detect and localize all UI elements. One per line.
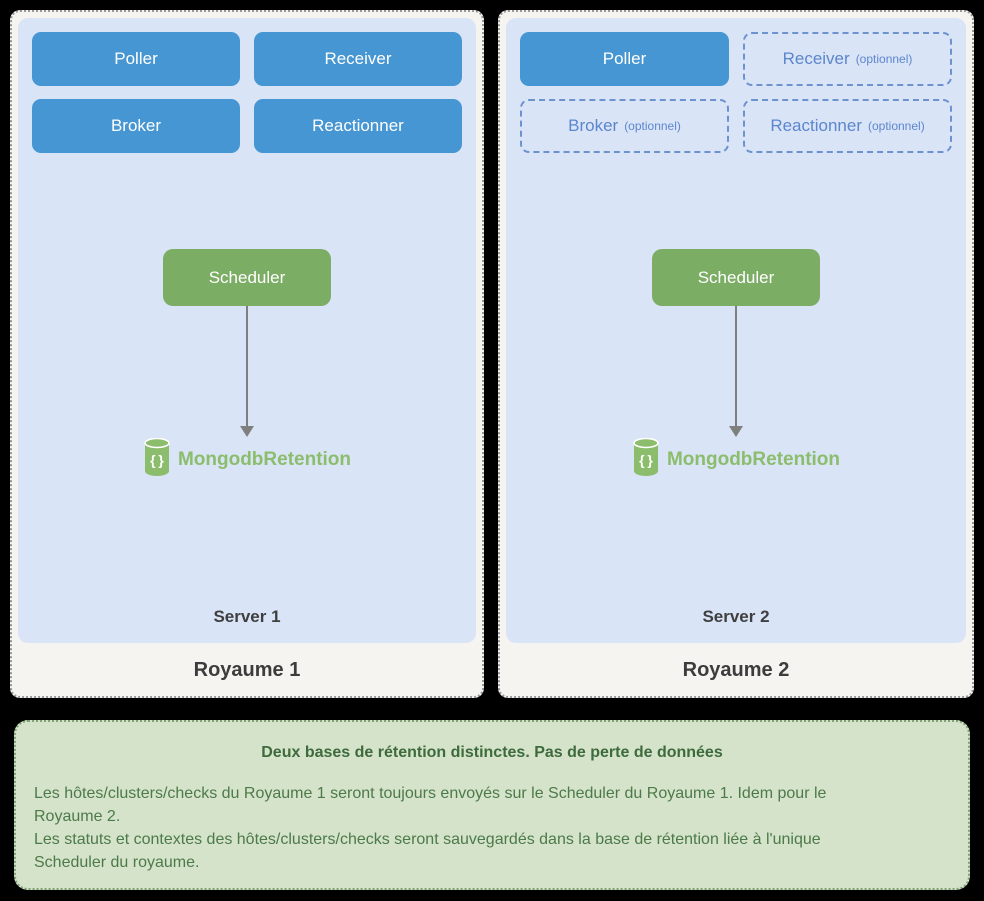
note-line: Les statuts et contextes des hôtes/clust… — [34, 831, 821, 848]
note-line: Royaume 2. — [34, 808, 121, 825]
optional-suffix: (optionnel) — [624, 119, 681, 133]
daemon-reactionner: Reactionner — [254, 99, 462, 153]
scheduler-label: Scheduler — [697, 267, 775, 287]
server-1-daemon-grid: Poller Receiver Broker Reactionner — [18, 18, 476, 167]
optional-suffix: (optionnel) — [867, 119, 925, 133]
scheduler-to-retention-arrow — [735, 306, 737, 426]
mongodb-database-icon: { } — [632, 437, 660, 481]
daemon-label: Broker — [110, 116, 162, 135]
daemon-label: Reactionner — [770, 116, 862, 135]
daemon-label: Broker — [568, 116, 619, 135]
server-2-label: Server 2 — [702, 607, 770, 626]
note-line: Scheduler du royaume. — [34, 854, 200, 871]
note-title: Deux bases de rétention distinctes. Pas … — [261, 744, 723, 761]
daemon-receiver: Receiver — [254, 32, 462, 86]
server-2-panel: Poller Receiver (optionnel) Broker (opti… — [506, 18, 966, 643]
daemon-receiver-optional: Receiver (optionnel) — [743, 32, 952, 86]
server-1-panel: Poller Receiver Broker Reactionner Sched… — [18, 18, 476, 643]
note-line: Les hôtes/clusters/checks du Royaume 1 s… — [34, 785, 827, 802]
daemon-poller: Poller — [32, 32, 240, 86]
daemon-label: Receiver — [782, 49, 850, 68]
daemon-label: Receiver — [324, 49, 392, 68]
daemon-poller: Poller — [520, 32, 729, 86]
retention-database: { } MongodbRetention — [18, 437, 476, 481]
daemon-broker: Broker — [32, 99, 240, 153]
realm-2-label: Royaume 2 — [682, 659, 790, 681]
svg-text:{ }: { } — [150, 452, 164, 468]
realm-2-panel: Poller Receiver (optionnel) Broker (opti… — [498, 10, 974, 698]
retention-note-panel: Deux bases de rétention distinctes. Pas … — [14, 720, 970, 890]
arrow-head-icon — [240, 426, 254, 437]
scheduler-label: Scheduler — [208, 267, 286, 287]
daemon-label: Poller — [114, 49, 158, 68]
svg-text:{ }: { } — [639, 452, 653, 468]
daemon-reactionner-optional: Reactionner (optionnel) — [743, 99, 952, 153]
note-body: Les hôtes/clusters/checks du Royaume 1 s… — [34, 782, 950, 874]
mongodb-database-icon: { } — [143, 437, 171, 481]
arrow-head-icon — [729, 426, 743, 437]
retention-database-label: MongodbRetention — [666, 448, 841, 470]
optional-suffix: (optionnel) — [855, 52, 913, 66]
scheduler-node: Scheduler — [652, 249, 820, 306]
retention-database: { } MongodbRetention — [506, 437, 966, 481]
retention-database-label: MongodbRetention — [177, 448, 352, 470]
server-1-label: Server 1 — [213, 607, 281, 626]
scheduler-node: Scheduler — [163, 249, 331, 306]
realm-1-label: Royaume 1 — [193, 659, 301, 681]
daemon-label: Poller — [602, 49, 647, 68]
scheduler-to-retention-arrow — [246, 306, 248, 426]
server-2-daemon-grid: Poller Receiver (optionnel) Broker (opti… — [506, 18, 966, 167]
daemon-label: Reactionner — [312, 116, 404, 135]
daemon-broker-optional: Broker (optionnel) — [520, 99, 729, 153]
realm-1-panel: Poller Receiver Broker Reactionner Sched… — [10, 10, 484, 698]
